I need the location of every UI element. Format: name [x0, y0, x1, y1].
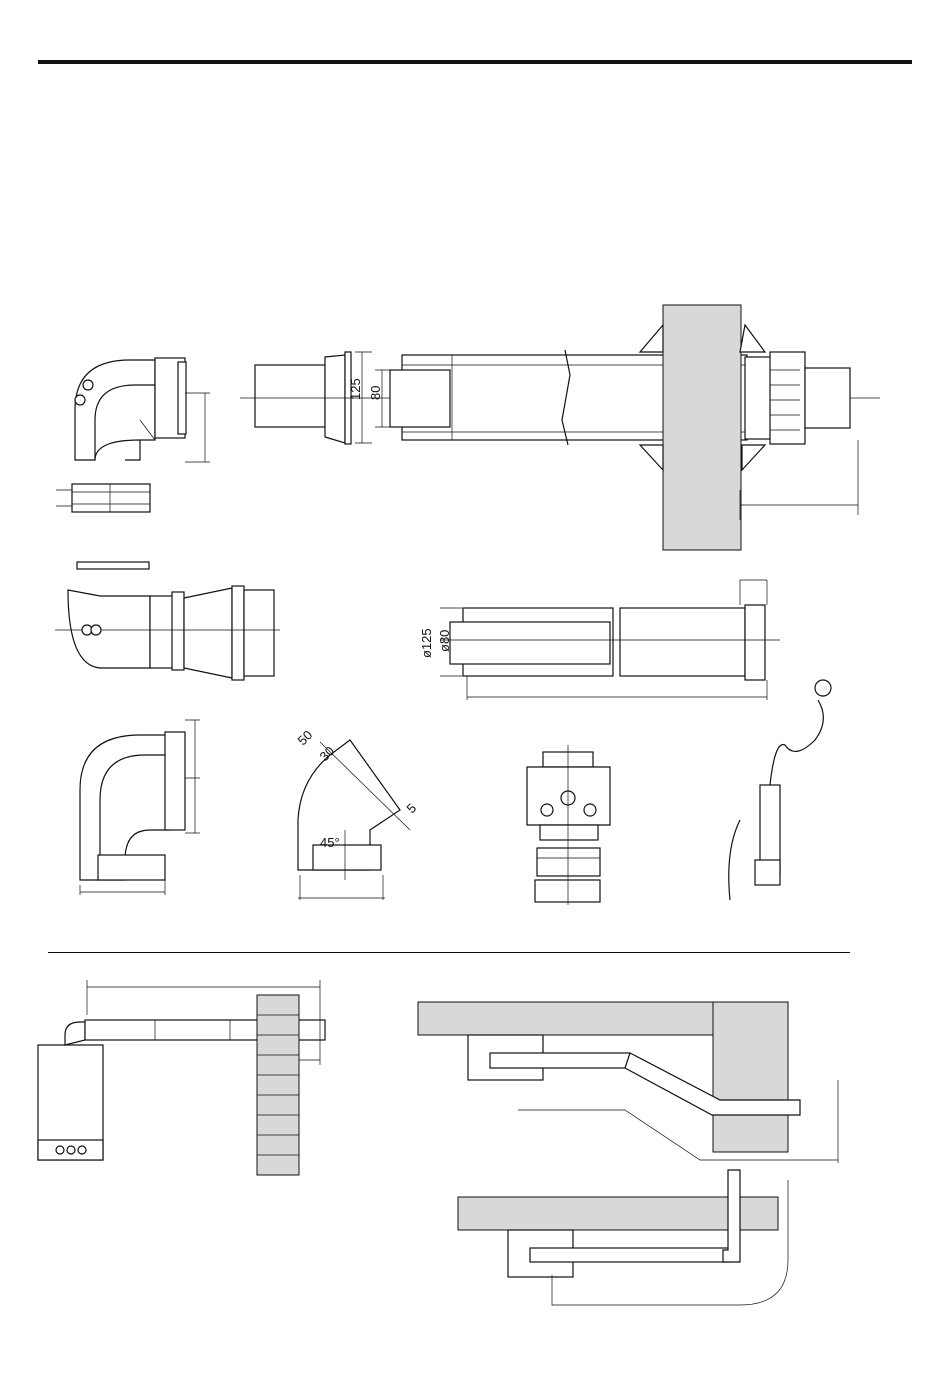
installation-horizontal-boiler: [37, 980, 326, 1176]
angle-45: 45°: [320, 835, 340, 850]
vertical-adaptor: [526, 745, 611, 905]
elbow-45: 50 30 5 45°: [295, 727, 420, 900]
dim-5: 5: [404, 800, 420, 816]
installation-vertical-exit: [457, 1169, 789, 1306]
dim-125: 125: [348, 378, 363, 400]
dim-d80: ø80: [437, 630, 452, 652]
flue-adaptor: [55, 585, 280, 681]
dim-50: 50: [295, 727, 316, 748]
pipe-clamp-small: [56, 483, 151, 513]
elbow-90-with-clamp: [74, 357, 210, 463]
dim-80: 80: [368, 386, 383, 400]
section-divider: [48, 952, 850, 953]
pipe-extension: ø125 ø80: [419, 579, 780, 700]
elbow-90: [79, 719, 200, 895]
cover-plate: [76, 561, 150, 570]
condensate-trap: [728, 679, 832, 901]
dim-d125: ø125: [419, 628, 434, 658]
header-rule: [38, 60, 912, 64]
installation-offset-wall: [417, 1001, 839, 1163]
horizontal-terminal-kit: 125 80: [240, 304, 880, 551]
